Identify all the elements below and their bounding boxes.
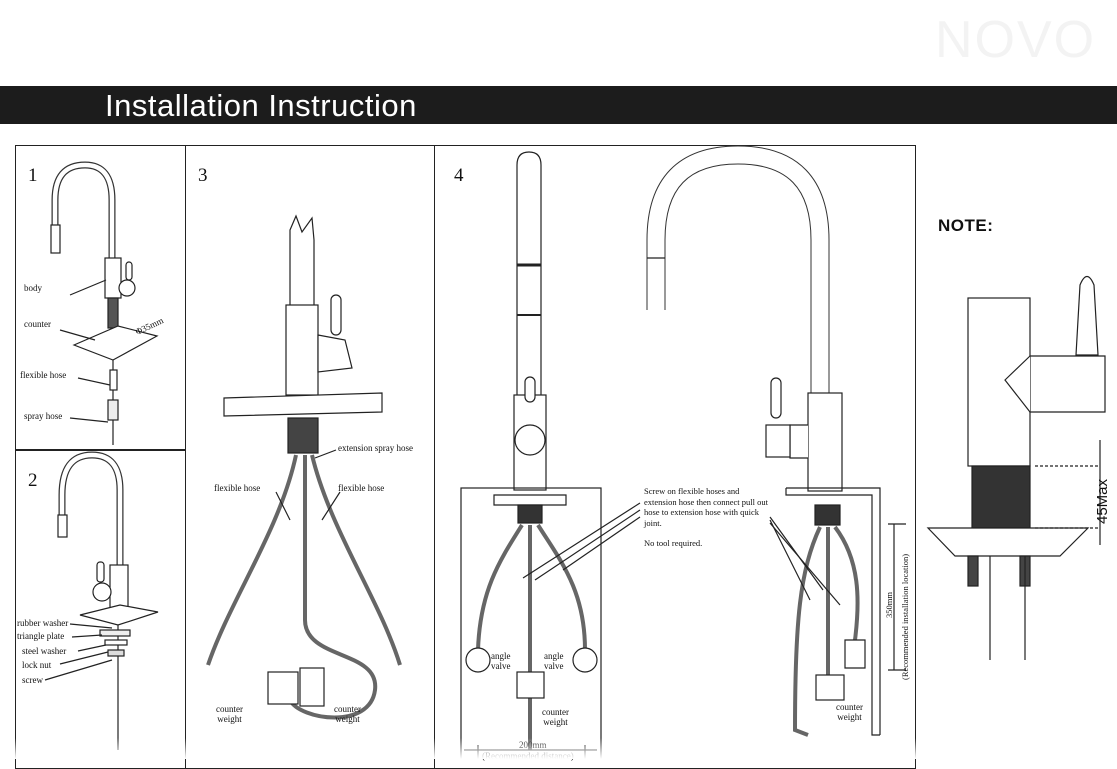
step2-rubber-washer-label: rubber washer (17, 618, 69, 628)
page-title: Installation Instruction (105, 88, 417, 123)
step3-faucet-drawing (206, 214, 402, 720)
step2-triangle-plate-label: triangle plate (17, 631, 65, 641)
bottom-fade (0, 738, 1117, 759)
step4-counter-weight-side-label: counter weight (836, 702, 863, 722)
step4-angle-valve-right-label: angle valve (544, 651, 564, 671)
step-number-1: 1 (28, 165, 38, 186)
step4-side-drawing (522, 145, 906, 737)
brand-watermark: NOVO (935, 11, 1097, 69)
step3-flexible-hose-left-label: flexible hose (214, 483, 261, 493)
step4-note-text: Screw on flexible hoses and extension ho… (644, 486, 774, 548)
step4-counter-weight-center-label: counter weight (542, 707, 569, 727)
step1-faucet-drawing (50, 161, 159, 445)
step2-faucet-drawing (44, 451, 159, 750)
step3-counter-weight-left-label: counter weight (216, 704, 243, 724)
step3-flexible-hose-right-label: flexible hose (338, 483, 385, 493)
note-title: NOTE: (938, 216, 994, 235)
distance-350-note: (Recommended installation location) (900, 553, 910, 680)
step1-body-label: body (24, 283, 42, 293)
step-number-2: 2 (28, 470, 38, 491)
step3-counter-weight-right-label: counter weight (334, 704, 361, 724)
step4-front-drawing (460, 151, 602, 759)
step-number-3: 3 (198, 165, 208, 186)
title-bar: Installation Instruction (0, 86, 1117, 124)
step3-extension-spray-hose-label: extension spray hose (338, 443, 413, 453)
step2-screw-label: screw (22, 675, 43, 685)
step1-counter-label: counter (24, 319, 51, 329)
note-drawing (926, 275, 1106, 660)
step4-angle-valve-left-label: angle valve (491, 651, 511, 671)
step4-no-tool: No tool required. (644, 537, 703, 548)
step2-steel-washer-label: steel washer (22, 646, 67, 656)
step-number-4: 4 (454, 165, 464, 186)
step1-spray-hose-label: spray hose (24, 411, 63, 421)
step1-flexible-hose-label: flexible hose (20, 370, 67, 380)
step2-lock-nut-label: lock nut (22, 660, 52, 670)
step4-instruction: Screw on flexible hoses and extension ho… (644, 486, 768, 528)
max-45-label: 45Max (1094, 478, 1111, 524)
distance-350-label: 350mm (884, 592, 894, 618)
